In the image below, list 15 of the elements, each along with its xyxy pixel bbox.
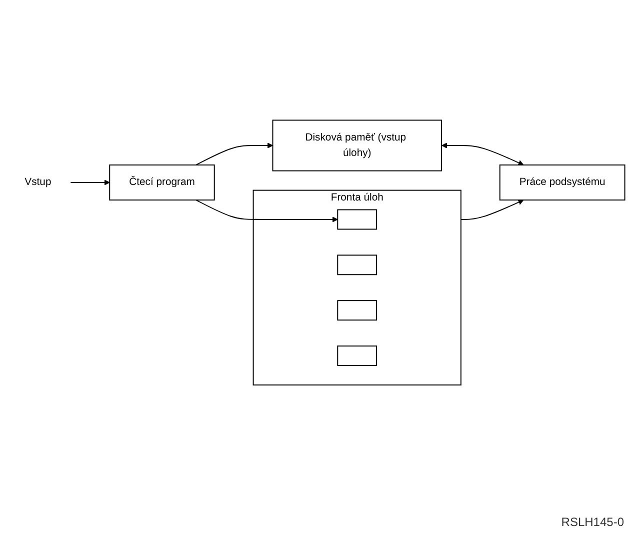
arrow	[460, 199, 524, 220]
node-box: Disková paměť (vstup úlohy)	[272, 120, 442, 172]
arrow	[196, 199, 338, 222]
figure-code: RSLH145-0	[561, 515, 624, 529]
node-box	[337, 345, 378, 366]
arrow	[196, 142, 273, 166]
arrow	[441, 142, 524, 166]
node-box: Čtecí program	[109, 164, 215, 200]
node-box	[337, 254, 378, 276]
cluster: Fronta úloh	[252, 190, 462, 386]
node-box	[337, 209, 378, 230]
node-text: Vstup	[24, 176, 52, 188]
node-box	[337, 300, 378, 320]
node-box: Práce podsystému	[499, 164, 626, 200]
arrow	[70, 180, 110, 186]
